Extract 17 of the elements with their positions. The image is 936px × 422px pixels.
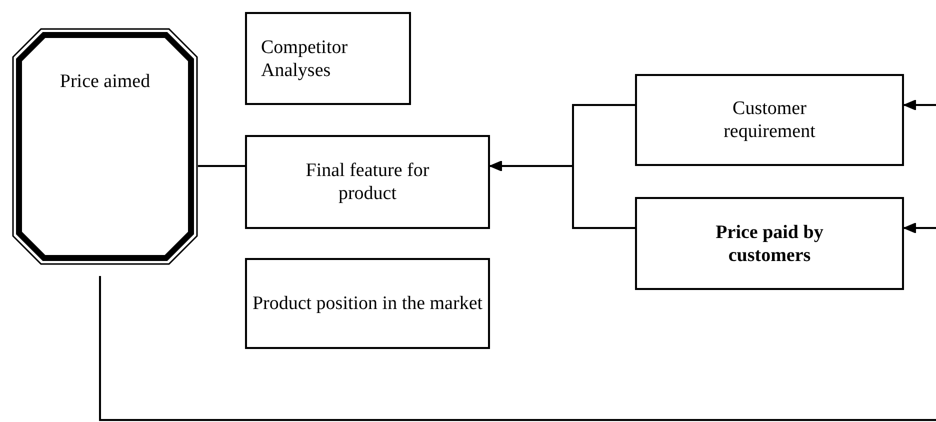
process-box [635,197,904,290]
process-box [245,258,490,349]
node-label: Customer requirement [722,97,816,143]
node-label: Competitor Analyses [261,36,349,82]
process-box [635,74,904,166]
process-box [245,12,411,105]
node-label: Final feature for product [304,159,430,205]
node-label: Price paid by customers [714,220,824,266]
process-box [245,135,490,229]
arrow [904,222,936,234]
node-label: Price aimed [58,70,152,93]
octagon-node [12,28,198,265]
arrow [490,160,635,229]
arrow [904,100,936,110]
node-label: Product position in the market [252,292,483,315]
connector-line [99,276,936,421]
connector-line [198,165,245,167]
